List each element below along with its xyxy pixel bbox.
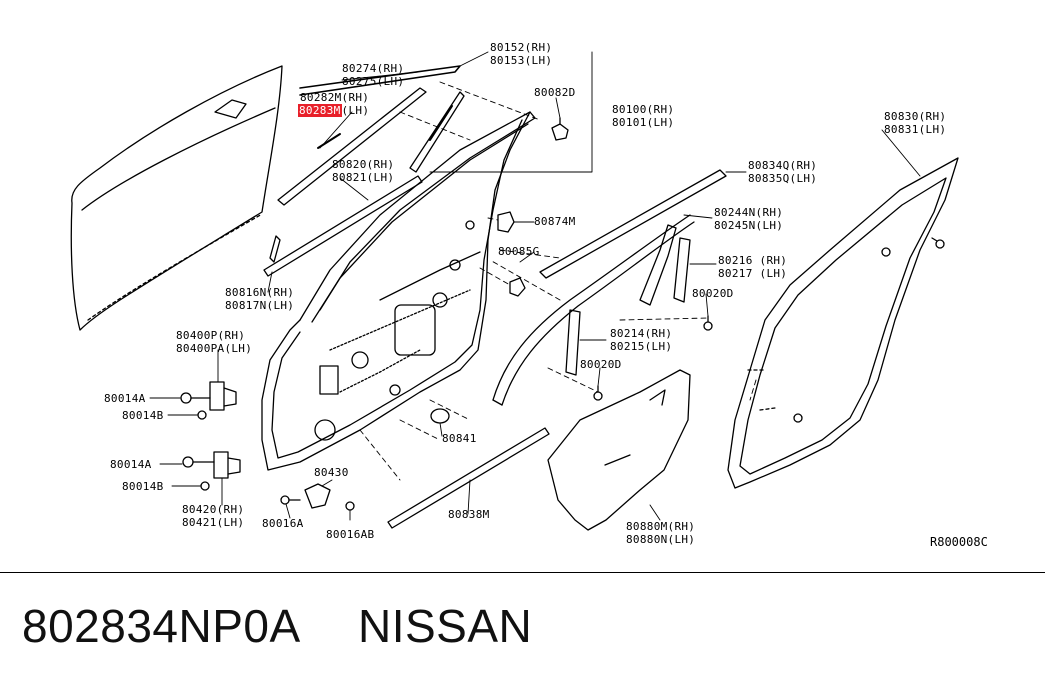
label-80244: 80244N(RH) 80245N(LH): [714, 206, 784, 232]
label-80082: 80082D: [534, 86, 576, 99]
label-80085: 80085G: [498, 245, 540, 258]
label-80014b-upper: 80014B: [122, 409, 164, 422]
label-80430: 80430: [314, 466, 349, 479]
highlighted-part-label[interactable]: 80283M: [298, 104, 342, 117]
footer-divider: [0, 572, 1045, 573]
trim-panel: [547, 369, 691, 531]
label-80830: 80830(RH) 80831(LH): [884, 110, 947, 136]
door-inner-frame: [261, 111, 536, 471]
label-80282: 80282M(RH): [300, 91, 370, 104]
label-80874: 80874M: [534, 215, 576, 228]
label-80216: 80216 (RH) 80217 (LH): [718, 254, 788, 280]
label-leaders: [149, 51, 921, 521]
leader-lines: [359, 81, 757, 481]
label-80816: 80816N(RH) 80817N(LH): [225, 286, 295, 312]
hinges: [180, 381, 355, 511]
label-80400: 80400P(RH) 80400PA(LH): [176, 329, 253, 355]
parts-diagram: 80152(RH) 80153(LH) 80274(RH) 80275(LH) …: [70, 41, 959, 546]
label-80214: 80214(RH) 80215(LH): [610, 327, 673, 353]
label-80274: 80274(RH) 80275(LH): [342, 62, 405, 88]
label-80014a-lower: 80014A: [110, 458, 152, 471]
label-80152: 80152(RH) 80153(LH): [490, 41, 553, 67]
label-80283-row: 80283M(LH): [298, 104, 369, 117]
label-80016ab: 80016AB: [326, 528, 375, 541]
label-80880: 80880M(RH) 80880N(LH): [626, 520, 696, 546]
outer-strips: [263, 65, 465, 277]
label-80014a-upper: 80014A: [104, 392, 146, 405]
label-80841: 80841: [442, 432, 477, 445]
part-number-title: 802834NP0A: [22, 600, 301, 652]
label-80838: 80838M: [448, 508, 490, 521]
label-80020d-upper: 80020D: [692, 287, 734, 300]
label-80020d-lower: 80020D: [580, 358, 622, 371]
label-80100: 80100(RH) 80101(LH): [612, 103, 675, 129]
opening-weatherstrip: [727, 157, 959, 489]
label-80820: 80820(RH) 80821(LH): [332, 158, 395, 184]
label-80834: 80834Q(RH) 80835Q(LH): [748, 159, 818, 185]
label-80014b-lower: 80014B: [122, 480, 164, 493]
door-outer-panel: [70, 65, 283, 331]
label-80420: 80420(RH) 80421(LH): [182, 503, 245, 529]
label-80016a: 80016A: [262, 517, 304, 530]
diagram-drawing: [70, 51, 959, 531]
brand-name: NISSAN: [358, 600, 533, 652]
sash-parts: [565, 224, 691, 376]
diagram-reference-code: R800008C: [930, 535, 988, 549]
belt-strips: [387, 169, 727, 529]
label-80283-lh: (LH): [341, 104, 370, 117]
